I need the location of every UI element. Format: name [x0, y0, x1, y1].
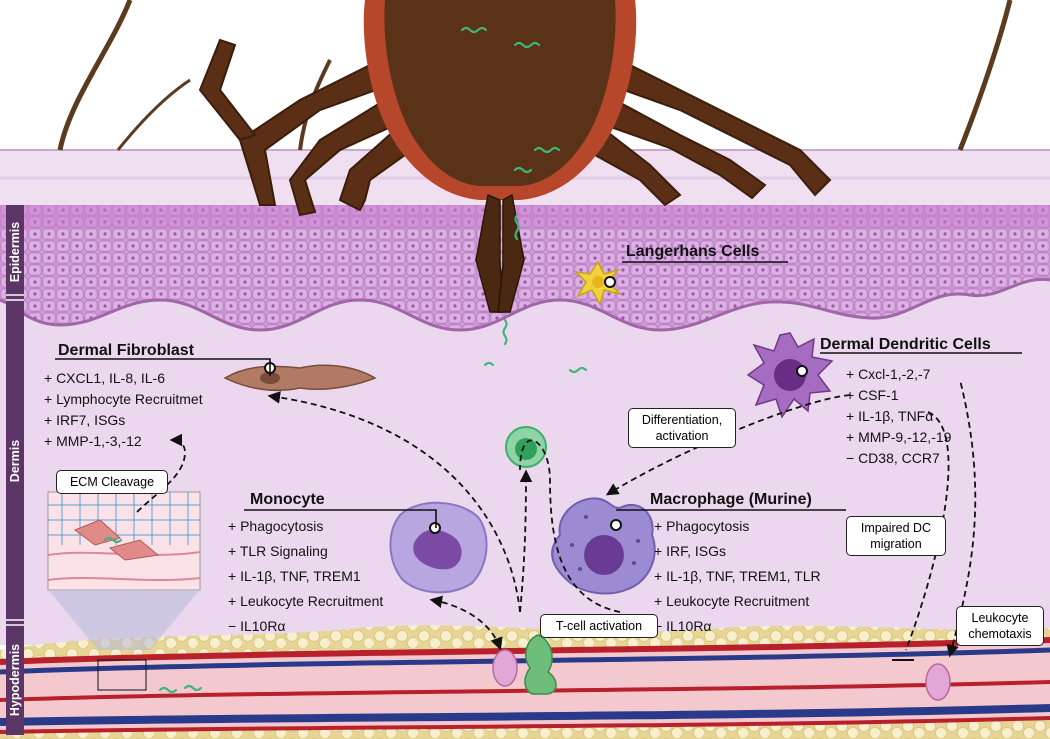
layer-label-hypodermis: Hypodermis	[8, 643, 22, 717]
monocyte-item: − IL10Rα	[228, 618, 286, 634]
langerhans-title: Langerhans Cells	[626, 243, 760, 260]
layer-label-epidermis: Epidermis	[8, 221, 22, 283]
fibroblast-item: + IRF7, ISGs	[44, 412, 126, 428]
layer-label-dermis: Dermis	[8, 439, 23, 483]
leukocyte-chemotaxis-box: Leukocyte chemotaxis	[956, 606, 1044, 646]
monocyte-list: + Phagocytosis + TLR Signaling + IL-1β, …	[228, 514, 383, 639]
monocyte-item: + TLR Signaling	[228, 543, 328, 559]
dendritic-item: + Cxcl-1,-2,-7	[846, 366, 931, 382]
dendritic-item: + CSF-1	[846, 387, 899, 403]
macrophage-item: − IL10Rα	[654, 618, 712, 634]
fibroblast-item: + CXCL1, IL-8, IL-6	[44, 370, 166, 386]
monocyte-title: Monocyte	[250, 491, 325, 508]
dendritic-item: + IL-1β, TNFα	[846, 408, 934, 424]
macrophage-list: + Phagocytosis + IRF, ISGs + IL-1β, TNF,…	[654, 514, 821, 639]
fibroblast-item: + Lymphocyte Recruitmet	[44, 391, 203, 407]
fibroblast-list: + CXCL1, IL-8, IL-6 + Lymphocyte Recruit…	[44, 368, 203, 452]
macrophage-item: + IRF, ISGs	[654, 543, 726, 559]
ecm-cleavage-box: ECM Cleavage	[56, 470, 168, 494]
dendritic-item: + MMP-9,-12,-19	[846, 429, 952, 445]
dendritic-item: − CD38, CCR7	[846, 450, 940, 466]
monocyte-item: + Leukocyte Recruitment	[228, 593, 384, 609]
dendritic-list: + Cxcl-1,-2,-7 + CSF-1 + IL-1β, TNFα + M…	[846, 364, 951, 469]
macrophage-item: + Leukocyte Recruitment	[654, 593, 810, 609]
monocyte-item: + IL-1β, TNF, TREM1	[228, 568, 361, 584]
fibroblast-item: + MMP-1,-3,-12	[44, 433, 142, 449]
dendritic-title: Dermal Dendritic Cells	[820, 336, 991, 353]
fibroblast-title: Dermal Fibroblast	[58, 342, 195, 359]
macrophage-title: Macrophage (Murine)	[650, 491, 812, 508]
t-cell-activation-box: T-cell activation	[540, 614, 658, 638]
monocyte-item: + Phagocytosis	[228, 518, 324, 534]
macrophage-item: + Phagocytosis	[654, 518, 750, 534]
macrophage-item: + IL-1β, TNF, TREM1, TLR	[654, 568, 821, 584]
differentiation-box: Differentiation, activation	[628, 408, 736, 448]
impaired-dc-migration-box: Impaired DC migration	[846, 516, 946, 556]
